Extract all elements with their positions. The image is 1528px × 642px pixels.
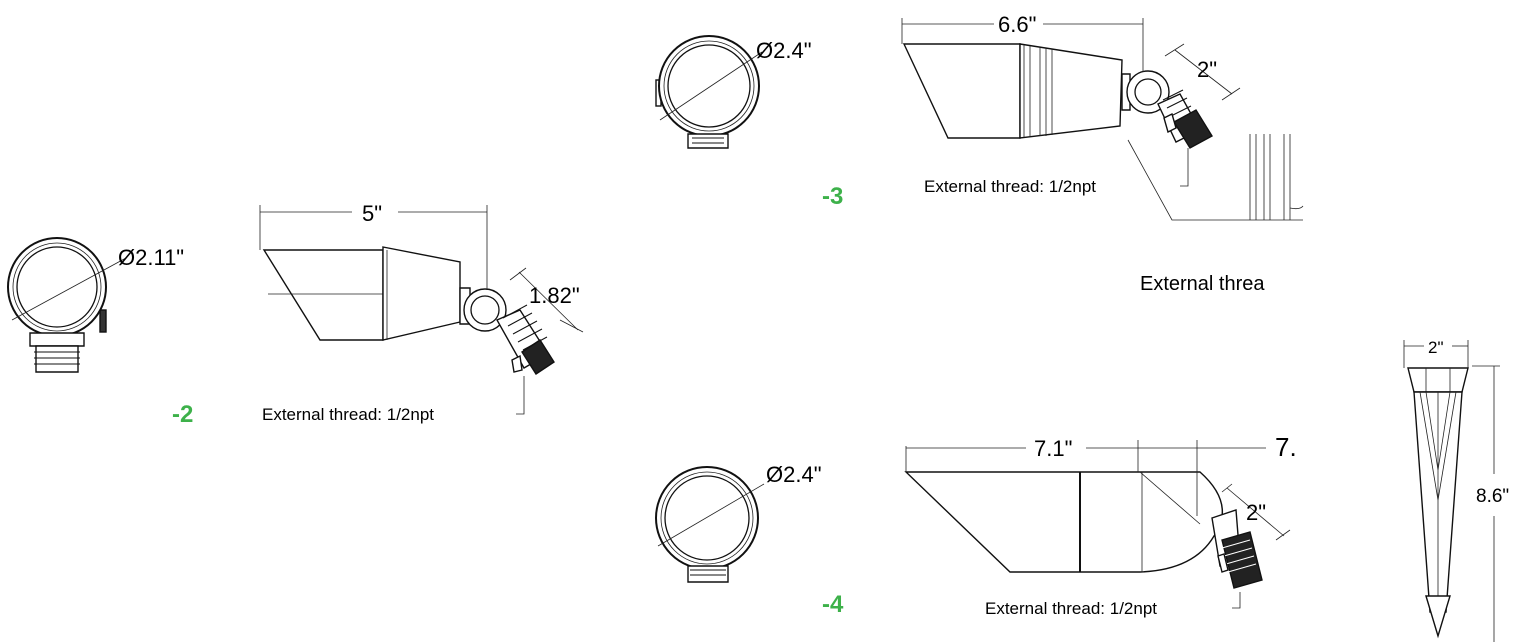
model-label-3: -3 [822, 183, 843, 210]
stake-height-label: 8.6" [1476, 486, 1509, 507]
thread-label-3: External thread: 1/2npt [924, 177, 1096, 196]
length-label-4: 7.1" [1034, 436, 1072, 461]
diameter-label-4: Ø2.4" [766, 462, 822, 487]
overlap-fragment-3 [1127, 134, 1304, 221]
knuckle-label-2: 1.82" [529, 283, 580, 308]
side-view-3 [902, 43, 1213, 149]
model-label-2: -2 [172, 401, 193, 428]
variant-3: Ø2.4" 6.6" 2" External thread: 1/ [655, 12, 1304, 295]
knuckle-dim-2 [509, 267, 584, 333]
stake-height-dim [1472, 365, 1500, 642]
stake-width-dim [1403, 340, 1469, 368]
knuckle-dim-4 [1221, 483, 1291, 541]
length-label-2: 5" [362, 201, 382, 226]
side-view-4 [904, 471, 1263, 589]
stake-drawing [1407, 367, 1469, 639]
front-view-3 [655, 35, 763, 149]
length-dim-3 [901, 18, 1144, 72]
knuckle-dim-3 [1164, 43, 1241, 101]
length-overlap-label-4: 7. [1275, 432, 1297, 462]
front-view-2 [7, 237, 127, 373]
knuckle-label-3: 2" [1197, 57, 1217, 82]
variant-4: Ø2.4" 7.1" 7. 2" External thread: 1/ [655, 432, 1297, 618]
length-label-3: 6.6" [998, 12, 1036, 37]
ground-stake: 2" 8.6" [1403, 338, 1509, 642]
diameter-label-2: Ø2.11" [118, 245, 184, 270]
thread-label-4: External thread: 1/2npt [985, 599, 1157, 618]
variant-2: Ø2.11" 5" 1.82" [7, 201, 584, 428]
length-dim-2 [259, 205, 488, 290]
overlap-thread-label-3: External threa [1140, 273, 1265, 295]
thread-label-2: External thread: 1/2npt [262, 405, 434, 424]
length-dim-4 [905, 440, 1266, 516]
diameter-label-3: Ø2.4" [756, 38, 812, 63]
thread-leader-4 [1232, 592, 1241, 609]
front-view-4 [655, 466, 765, 583]
side-view-2 [262, 246, 555, 375]
model-label-4: -4 [822, 591, 844, 618]
stake-width-label: 2" [1428, 338, 1444, 357]
thread-leader-2 [516, 376, 525, 415]
thread-leader-3 [1180, 148, 1189, 187]
knuckle-label-4: 2" [1246, 500, 1266, 525]
